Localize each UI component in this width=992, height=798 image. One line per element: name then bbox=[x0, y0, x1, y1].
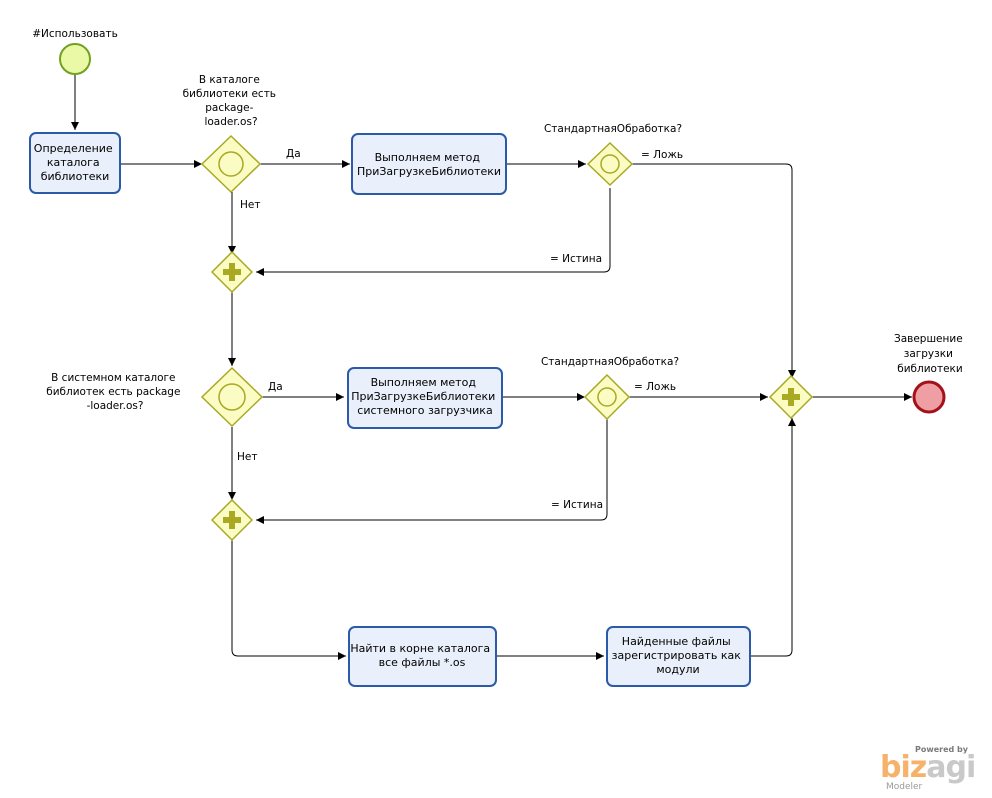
end-event[interactable] bbox=[912, 380, 946, 414]
gateway-standard-processing-2[interactable] bbox=[583, 373, 631, 421]
task-register-modules[interactable]: Найденные файлы зарегистрировать как мод… bbox=[606, 626, 751, 687]
flow-t5-to-merge3[interactable] bbox=[750, 418, 796, 657]
gateway-merge-1[interactable] bbox=[210, 250, 254, 294]
task-run-system-loader-method[interactable]: Выполняем метод ПриЗагрузкеБиблиотеки си… bbox=[347, 367, 503, 429]
gateway-system-loader-exists[interactable] bbox=[200, 366, 264, 428]
flow-label-true-1: = Истина bbox=[550, 253, 602, 265]
gateway-library-loader-exists[interactable] bbox=[200, 134, 262, 194]
gateway-library-loader-exists-label: В каталоге библиотеки есть package- load… bbox=[183, 74, 280, 128]
start-event-label: #Использовать bbox=[32, 28, 118, 40]
svg-text:Найденные файлы зарегист: Найденные файлы зарегистрировать как мод… bbox=[612, 635, 745, 676]
flow-label-yes-1: Да bbox=[286, 148, 301, 160]
svg-text:Выполняем метод ПриЗагру: Выполняем метод ПриЗагрузкеБиблиотеки bbox=[357, 151, 501, 178]
end-event-label: Завершение загрузки библиотеки bbox=[894, 333, 966, 375]
task-find-os-files[interactable]: Найти в корне каталога все файлы *.os bbox=[348, 626, 497, 687]
gateway-standard-processing-1-label: СтандартнаяОбработка? bbox=[544, 123, 682, 135]
flow-label-no-1: Нет bbox=[240, 199, 260, 211]
flow-label-yes-2: Да bbox=[268, 381, 283, 393]
flow-g2-false[interactable] bbox=[632, 163, 796, 378]
flow-merge2-to-t4[interactable] bbox=[231, 540, 346, 660]
svg-text:Найти в корне каталога в: Найти в корне каталога все файлы *.os bbox=[350, 642, 493, 669]
logo-brand: bizagi bbox=[880, 750, 976, 785]
flow-g4-true[interactable] bbox=[256, 419, 608, 524]
logo-powered-by: Powered by bbox=[915, 745, 968, 754]
flow-label-false-1: = Ложь bbox=[641, 149, 683, 161]
bizagi-logo: Powered by bizagi Modeler bbox=[880, 745, 976, 792]
gateway-standard-processing-1[interactable] bbox=[586, 141, 634, 187]
gateway-system-loader-exists-label: В системном каталоге библиотек есть pack… bbox=[46, 372, 184, 412]
gateway-standard-processing-2-label: СтандартнаяОбработка? bbox=[541, 356, 679, 368]
logo-modeler: Modeler bbox=[886, 782, 923, 792]
flow-label-true-2: = Истина bbox=[551, 499, 603, 511]
flow-label-false-2: = Ложь bbox=[634, 381, 676, 393]
gateway-merge-3[interactable] bbox=[768, 374, 814, 420]
task-define-library-dir[interactable]: Определение каталога библиотеки bbox=[29, 132, 121, 194]
flow-g2-true[interactable] bbox=[256, 188, 611, 276]
sequence-flows bbox=[71, 74, 912, 660]
start-event[interactable] bbox=[59, 43, 91, 75]
gateway-merge-2[interactable] bbox=[210, 498, 254, 542]
svg-text:Определение каталога: Определение каталога библиотеки bbox=[34, 142, 116, 183]
flow-label-no-2: Нет bbox=[237, 451, 257, 463]
svg-text:Выполняем метод ПриЗагру: Выполняем метод ПриЗагрузкеБиблиотеки си… bbox=[351, 376, 499, 417]
task-run-on-load-method[interactable]: Выполняем метод ПриЗагрузкеБиблиотеки bbox=[351, 133, 507, 195]
